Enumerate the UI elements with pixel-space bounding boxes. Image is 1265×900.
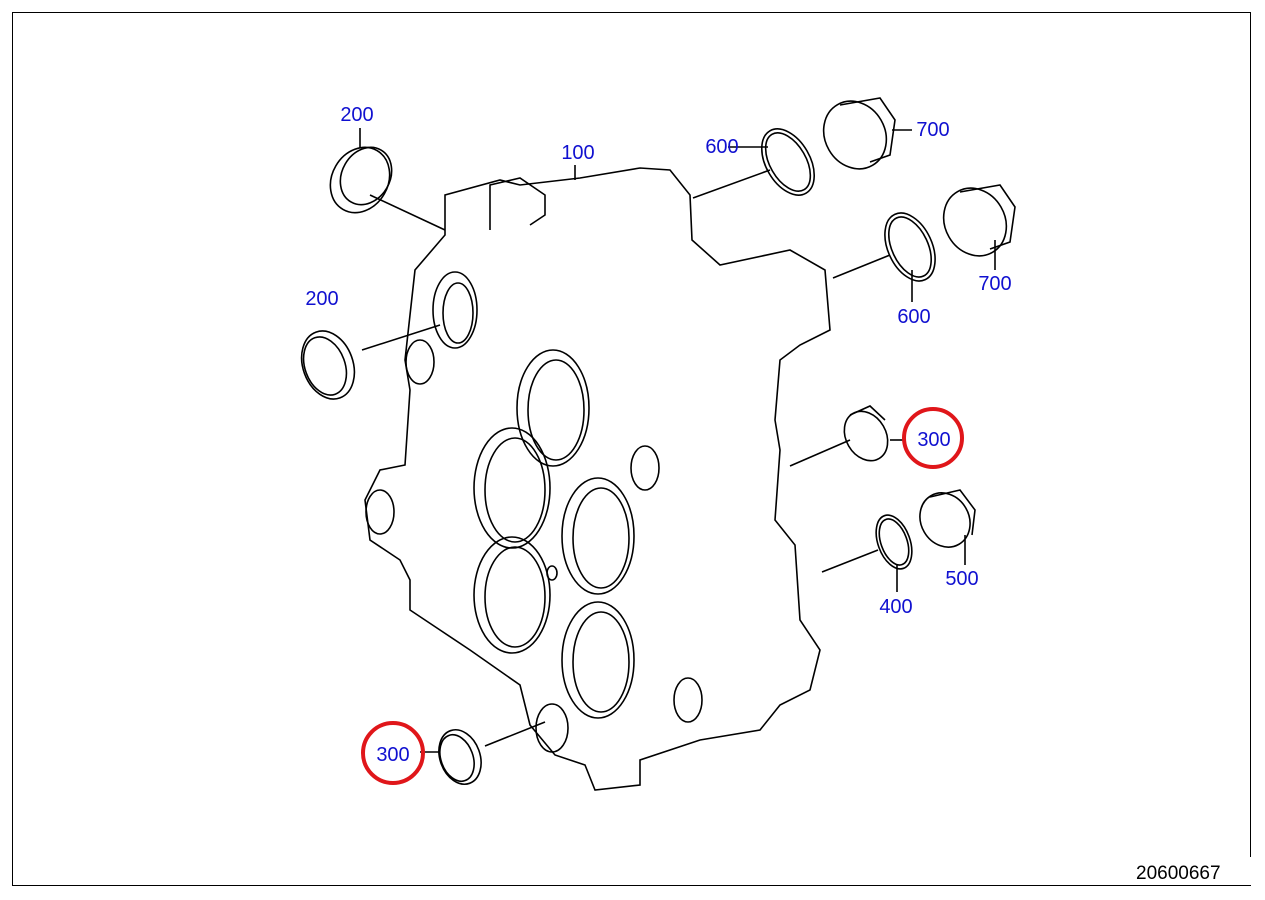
- callout-200-top[interactable]: 200: [340, 104, 374, 126]
- callout-400[interactable]: 400: [879, 596, 913, 618]
- o-ring-600-right[interactable]: [875, 205, 945, 289]
- callout-600-top[interactable]: 600: [705, 136, 739, 158]
- frame-right-border: [1250, 12, 1251, 857]
- plug-300-left[interactable]: [432, 724, 489, 790]
- callout-200-left[interactable]: 200: [305, 288, 339, 310]
- callout-500[interactable]: 500: [945, 568, 979, 590]
- plug-700-top[interactable]: [812, 90, 899, 181]
- callout-700-right[interactable]: 700: [978, 273, 1012, 295]
- highlight-circle-300-left: [361, 721, 425, 785]
- plug-300-right[interactable]: [836, 403, 897, 468]
- o-ring-600-top[interactable]: [751, 120, 825, 204]
- document-number: 20600667: [1136, 863, 1221, 884]
- callout-600-right[interactable]: 600: [897, 306, 931, 328]
- plug-500[interactable]: [910, 484, 980, 556]
- valve-housing-part-100[interactable]: [364, 165, 831, 791]
- plug-200-left[interactable]: [293, 324, 364, 407]
- plug-700-right[interactable]: [932, 177, 1019, 268]
- o-ring-400[interactable]: [869, 510, 918, 574]
- callout-100[interactable]: 100: [561, 142, 595, 164]
- highlight-circle-300-right: [902, 407, 964, 469]
- plug-200-top[interactable]: [319, 137, 402, 224]
- callout-700-top[interactable]: 700: [916, 119, 950, 141]
- drawing-frame: [12, 12, 1251, 886]
